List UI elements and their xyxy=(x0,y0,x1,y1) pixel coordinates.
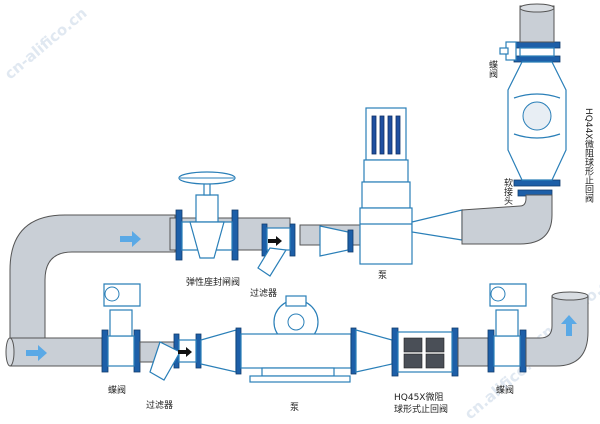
butterfly-valve-lower-right xyxy=(487,283,527,373)
strainer-lower-arrow xyxy=(178,347,192,357)
butterfly-valve-top-label: 蝶阀 xyxy=(487,59,498,79)
upper-strainer xyxy=(257,223,296,277)
lower-reducer-in xyxy=(200,329,237,373)
flow-arrow-up-right xyxy=(561,315,577,336)
strainer-lower-label: 过滤器 xyxy=(146,399,173,411)
watermark-top-left: cn-alifico.cn xyxy=(1,4,91,83)
soft-joint-label: 软接头 xyxy=(502,177,513,206)
right-elbow-pipe xyxy=(461,194,553,245)
butterfly-valve-lower-right-label: 蝶阀 xyxy=(496,384,514,396)
upper-pump xyxy=(359,107,413,265)
lower-reducer-out xyxy=(355,329,393,373)
butterfly-valve-lower-left-label: 蝶阀 xyxy=(108,384,126,396)
check-valve-hq44x xyxy=(507,55,567,187)
pump-upper-label: 泵 xyxy=(378,270,387,281)
upper-outlet-reducer xyxy=(411,209,463,241)
check-valve-hq44x-label: HQ44X微阻球形止回阀 xyxy=(583,108,594,203)
check-valve-hq45x-label-1: HQ45X微阻 xyxy=(394,391,443,403)
gate-valve-label: 弹性座封闸阀 xyxy=(186,276,240,288)
check-valve-hq45x xyxy=(391,327,459,377)
butterfly-valve-lower-left xyxy=(101,283,141,373)
flow-arrow-lower xyxy=(26,345,47,361)
strainer-upper-label: 过滤器 xyxy=(250,287,277,299)
strainer-upper-arrow xyxy=(268,236,282,246)
lower-pipe-c xyxy=(457,337,489,367)
gate-valve xyxy=(175,171,239,261)
flow-arrow-upper xyxy=(120,231,141,247)
lower-pipe-left xyxy=(9,337,103,367)
lower-strainer xyxy=(149,333,202,381)
pump-lower-label: 泵 xyxy=(290,402,299,413)
upper-reducer xyxy=(319,225,349,257)
lower-pump xyxy=(240,295,352,383)
left-riser-pipe xyxy=(9,214,176,341)
check-valve-hq45x-label-2: 球形式止回阀 xyxy=(394,403,448,415)
